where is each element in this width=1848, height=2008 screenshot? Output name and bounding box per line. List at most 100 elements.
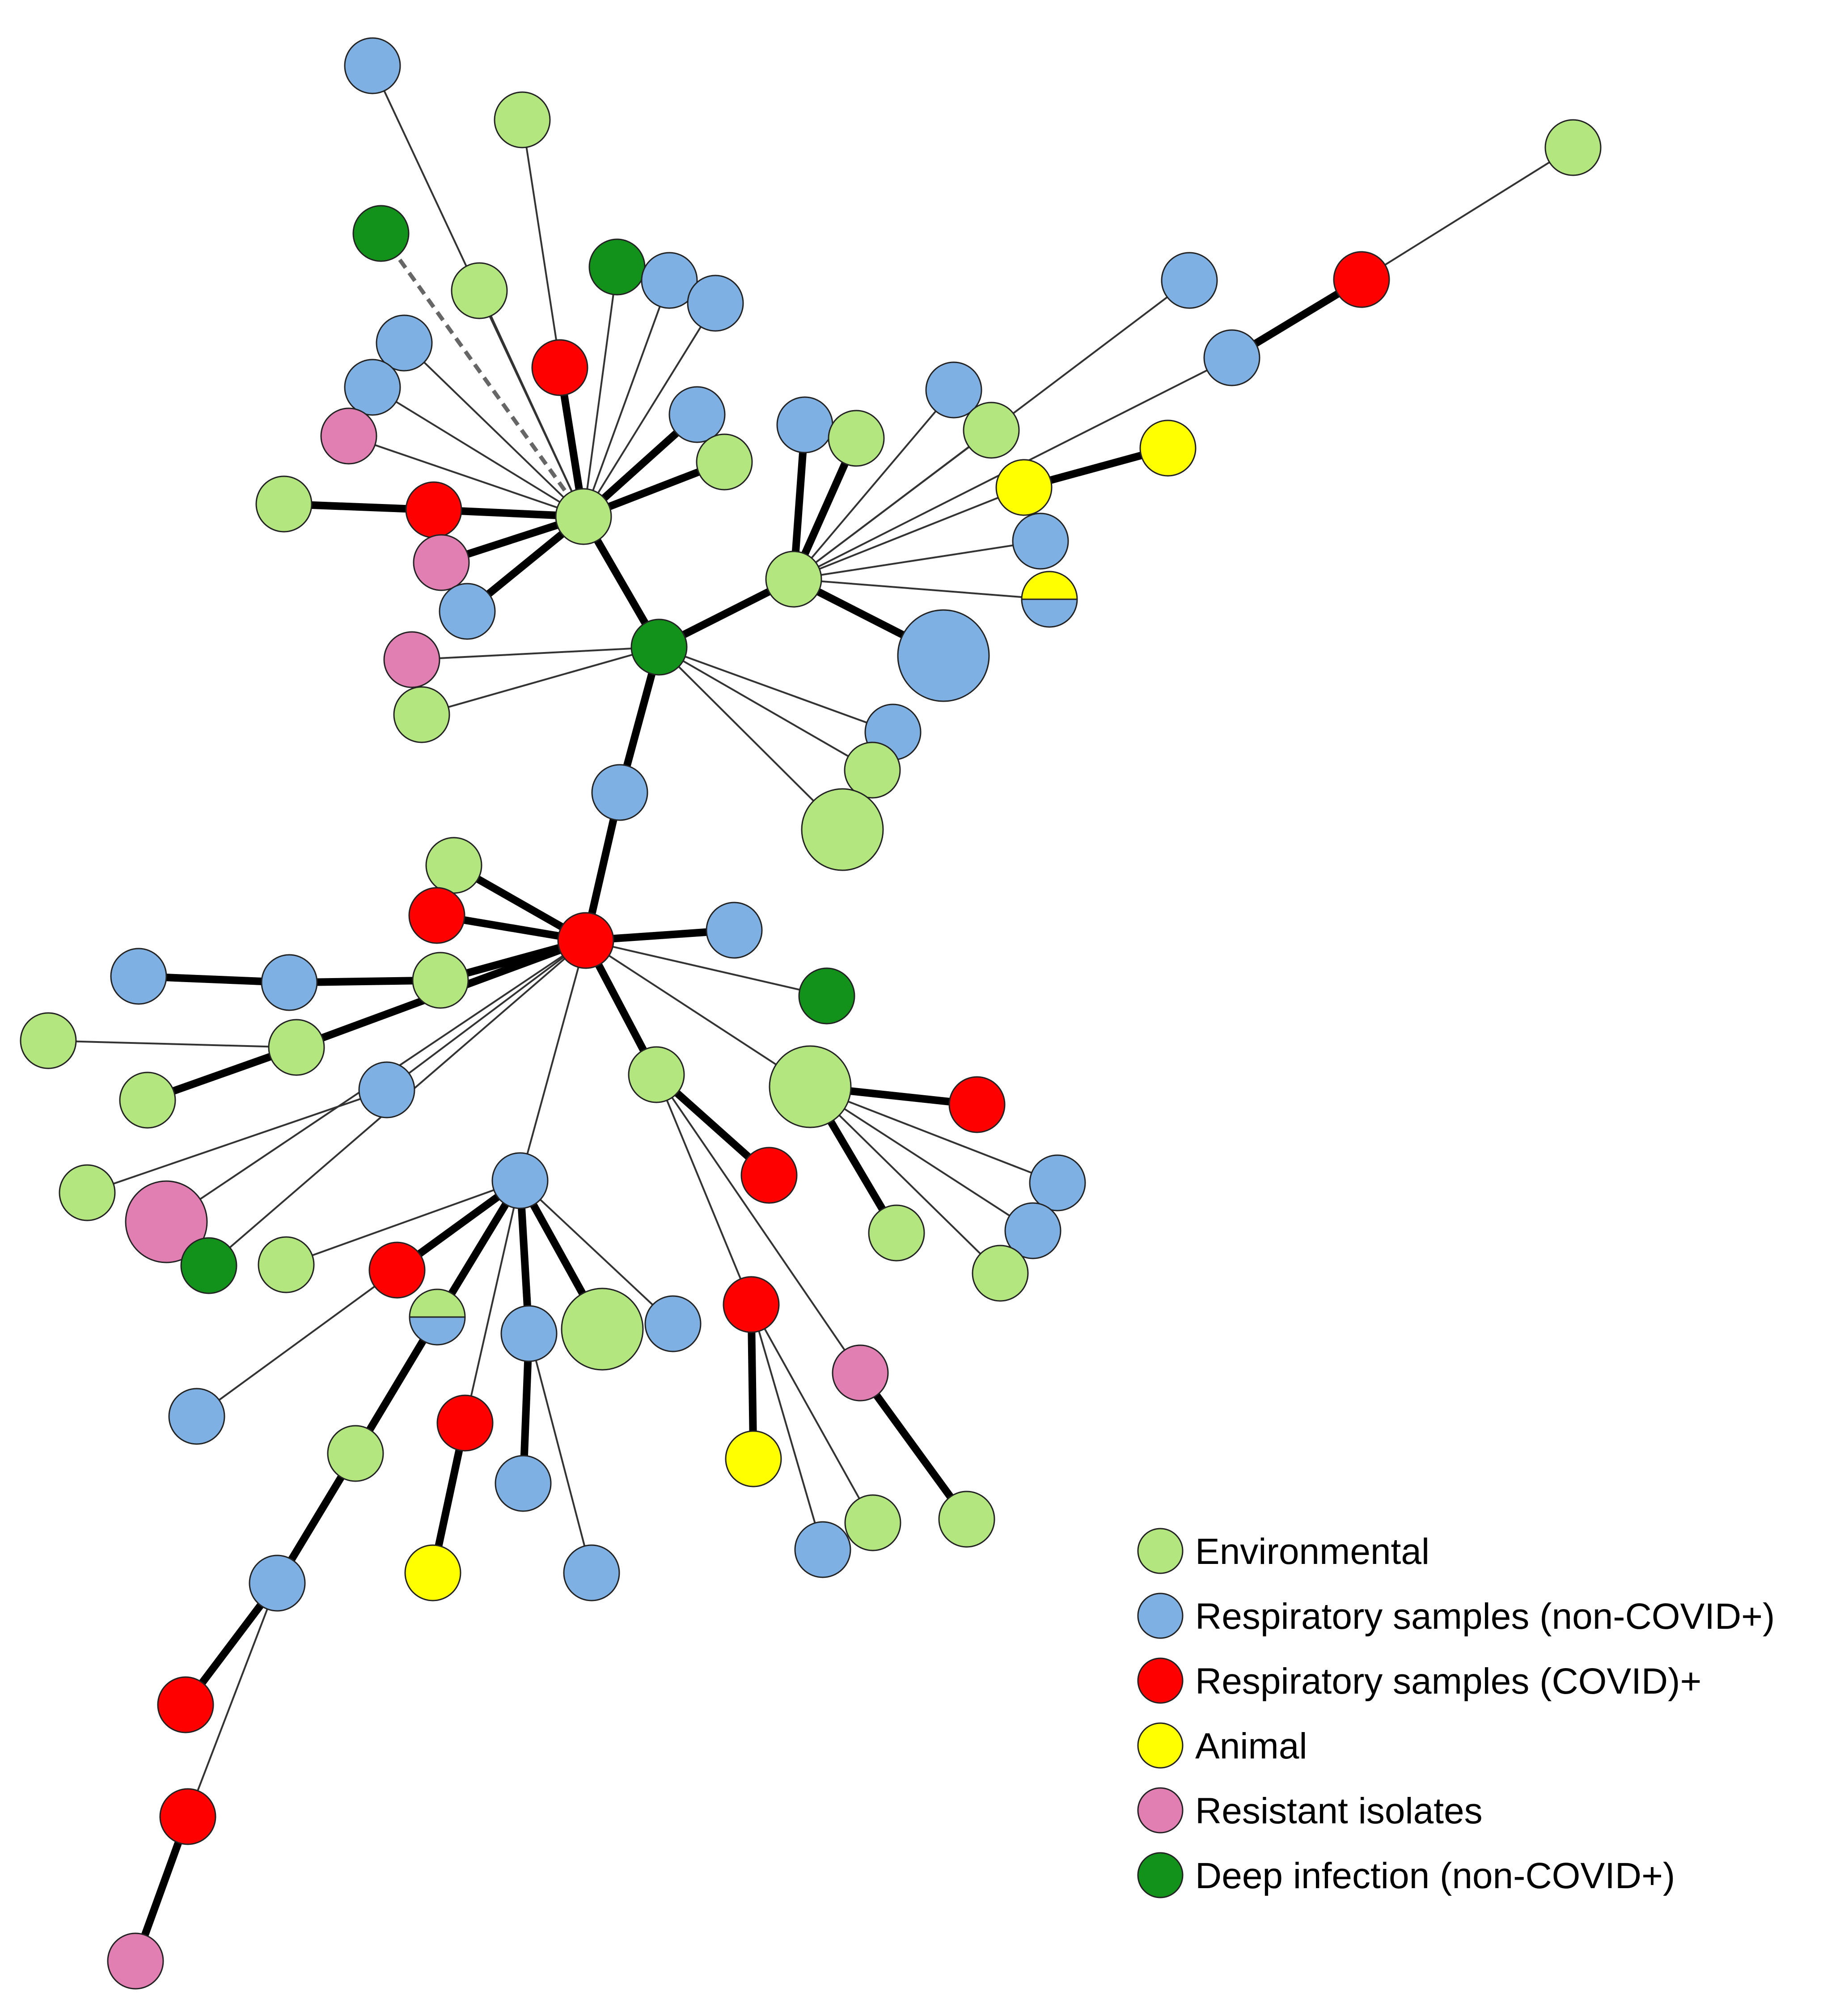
- node-e3-resist: [832, 1344, 889, 1402]
- node-d2-env: [393, 686, 450, 743]
- node-g1-covid: [948, 1076, 1006, 1133]
- node-m3-top-half: [410, 1289, 465, 1317]
- legend-item-env: Environmental: [1137, 1528, 1429, 1574]
- thin-link-C-G: [585, 940, 811, 1088]
- node-g3-resp: [1029, 1154, 1086, 1212]
- thin-link-D-d5: [658, 646, 843, 830]
- thin-link-c8-c9: [48, 1040, 297, 1048]
- node-c4-deep: [798, 967, 855, 1025]
- node-d5-env: [801, 788, 884, 871]
- node-e2-covid: [723, 1276, 780, 1333]
- node-m4-env: [561, 1288, 644, 1371]
- legend-item-animal: Animal: [1137, 1722, 1307, 1769]
- node-r3-resp: [925, 361, 982, 419]
- node-r1-resp: [776, 396, 833, 453]
- thin-link-H1-a4: [478, 290, 584, 517]
- node-c13-resist: [125, 1180, 208, 1263]
- node-n2-resp: [249, 1555, 306, 1612]
- thin-link-C-c4: [585, 940, 827, 997]
- node-M-resp: [491, 1152, 549, 1209]
- node-n3-covid: [157, 1676, 214, 1733]
- node-e4-animal: [725, 1430, 782, 1487]
- node-m7-resp: [495, 1455, 552, 1512]
- thin-link-m2-m11: [196, 1269, 398, 1417]
- thin-link-M-m1: [286, 1180, 520, 1266]
- thin-link-H1-a6: [583, 267, 618, 517]
- legend-label-env: Environmental: [1195, 1531, 1429, 1572]
- node-c1-env: [425, 837, 482, 894]
- node-G-env: [769, 1045, 852, 1128]
- node-r9-covid: [1333, 251, 1390, 308]
- node-e5-resp: [794, 1521, 851, 1578]
- node-a13-env: [696, 433, 753, 491]
- node-m3-outline: [409, 1288, 466, 1346]
- node-a1-resp: [344, 37, 401, 94]
- node-m5-resp: [644, 1295, 702, 1352]
- thin-link-H1-a9: [403, 342, 584, 517]
- thin-link-m6-m8: [528, 1333, 592, 1573]
- node-d6-resp: [897, 609, 990, 702]
- node-c9-env: [20, 1012, 77, 1069]
- dashed-link-H1-a3: [379, 232, 585, 518]
- node-r10-env: [1544, 119, 1602, 176]
- node-m11-resp: [168, 1388, 225, 1445]
- node-c8-env: [268, 1019, 325, 1076]
- thin-link-n2-n4: [187, 1583, 278, 1817]
- thin-link-E-e2: [655, 1074, 752, 1305]
- node-m1-env: [258, 1236, 315, 1293]
- node-e7-env: [938, 1491, 995, 1548]
- node-a16-resist: [413, 534, 470, 591]
- node-a4-env: [451, 262, 508, 319]
- node-D-deep: [630, 618, 688, 676]
- legend-item-covid: Respiratory samples (COVID)+: [1137, 1657, 1701, 1704]
- thin-link-r9-r10: [1361, 147, 1574, 280]
- thin-link-M-m9: [464, 1180, 521, 1423]
- thin-link-H1-a10: [372, 386, 584, 517]
- thin-link-e2-e6: [750, 1304, 874, 1523]
- node-E-env: [628, 1046, 685, 1103]
- node-r4-env: [963, 402, 1020, 459]
- node-m10-animal: [404, 1544, 461, 1601]
- node-a5-covid: [531, 339, 588, 396]
- node-c7-resp: [110, 948, 167, 1005]
- node-c3-resp: [706, 902, 763, 959]
- node-n4-covid: [159, 1788, 216, 1845]
- node-e1-covid: [740, 1147, 798, 1204]
- node-a9-resp: [376, 314, 433, 372]
- node-g4-resp: [1004, 1202, 1061, 1259]
- node-a17-resp: [439, 583, 496, 640]
- thin-link-C-M: [519, 940, 587, 1181]
- thin-link-R-r6: [793, 487, 1024, 580]
- thin-link-H1-a8: [583, 302, 716, 517]
- node-a7-resp: [641, 252, 698, 309]
- node-m3-bottom-half: [410, 1317, 465, 1345]
- node-m3-split-env-resp: [409, 1288, 466, 1346]
- node-c5-env: [412, 952, 469, 1009]
- node-c12-env: [59, 1164, 116, 1221]
- thin-link-G-g5: [809, 1086, 1001, 1274]
- legend-swatch-deep: [1137, 1852, 1184, 1898]
- thin-link-R-r12: [793, 578, 1050, 600]
- node-m9-covid: [436, 1394, 494, 1452]
- thin-link-H1-a7: [583, 280, 670, 517]
- thin-link-D-d4: [659, 646, 873, 771]
- node-r12-bottom-half: [1022, 599, 1077, 627]
- node-n5-resist: [107, 1932, 164, 1990]
- legend-item-resp: Respiratory samples (non-COVID+): [1137, 1593, 1775, 1639]
- node-r8-resp: [1203, 329, 1260, 386]
- thick-link-e3-e7: [857, 1370, 970, 1522]
- thin-link-D-d2: [421, 646, 660, 716]
- node-c2-covid: [408, 887, 465, 944]
- node-d1-resist: [383, 631, 440, 688]
- node-e6-env: [844, 1494, 901, 1551]
- node-a6-deep: [588, 238, 646, 296]
- legend-swatch-env: [1137, 1528, 1184, 1574]
- legend-label-resist: Resistant isolates: [1195, 1791, 1483, 1831]
- node-r2-env: [828, 410, 885, 467]
- node-r12-top-half: [1022, 572, 1077, 599]
- thin-link-M-m5: [519, 1180, 674, 1325]
- legend-label-deep: Deep infection (non-COVID+): [1195, 1855, 1675, 1896]
- legend-item-deep: Deep infection (non-COVID+): [1137, 1852, 1675, 1898]
